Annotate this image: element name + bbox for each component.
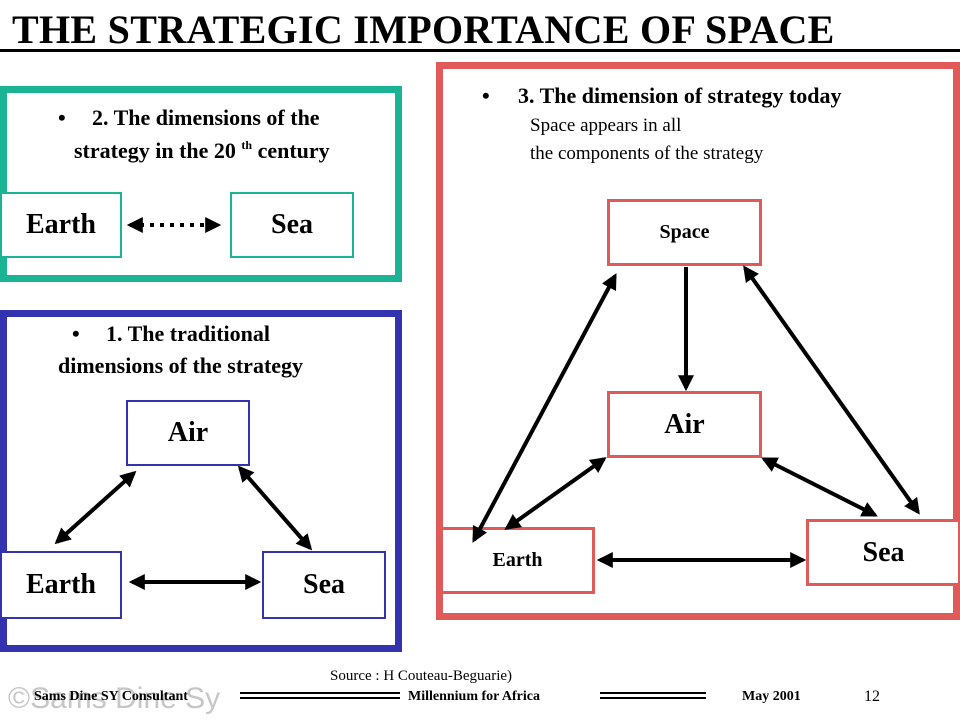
section2-bullet: • — [58, 105, 66, 130]
source-citation: Source : H Couteau-Beguarie) — [330, 668, 513, 684]
section2-heading-line1: 2. The dimensions of the — [92, 105, 320, 130]
footer-author: Sams Dine SY Consultant — [34, 689, 188, 704]
box-earth-20th: Earth — [0, 192, 122, 258]
arrow-air-sea-traditional — [237, 465, 313, 551]
section1-bullet: • — [72, 321, 80, 346]
arrow-earth-air-traditional — [54, 470, 137, 545]
box-space-today: Space — [607, 199, 762, 266]
section1-heading-line1: 1. The traditional — [106, 321, 271, 346]
panel-today — [436, 62, 960, 620]
section3-description-line1: Space appears in all — [530, 115, 682, 136]
arrow-space-sea-today — [743, 265, 920, 515]
box-air-traditional: Air — [126, 400, 250, 466]
section3-description-line2: the components of the strategy — [530, 143, 764, 164]
footer-center: Millennium for Africa — [408, 689, 540, 704]
section3-heading: 3. The dimension of strategy today — [518, 83, 842, 108]
section1-heading-line2: dimensions of the strategy — [58, 353, 304, 378]
footer-date: May 2001 — [742, 689, 801, 704]
slide-title: THE STRATEGIC IMPORTANCE OF SPACE — [12, 7, 835, 52]
title-underline — [0, 49, 960, 52]
panel-traditional — [0, 310, 402, 652]
copyright-watermark: ©Sams Dine Sy — [8, 682, 221, 715]
box-earth-traditional: Earth — [0, 551, 122, 619]
section2-heading-line2: strategy in the 20 th century — [74, 138, 330, 163]
panel-20th-century — [0, 86, 402, 282]
box-sea-20th: Sea — [230, 192, 354, 258]
arrow-air-earth-today — [504, 457, 607, 530]
box-sea-today: Sea — [806, 519, 960, 586]
arrow-air-sea-today — [761, 457, 878, 517]
arrow-space-earth-today — [472, 273, 617, 543]
footer-rule-left — [240, 692, 400, 699]
box-sea-traditional: Sea — [262, 551, 386, 619]
page-number: 12 — [864, 688, 880, 705]
footer-rule-right — [600, 692, 706, 699]
section3-bullet: • — [482, 83, 490, 108]
